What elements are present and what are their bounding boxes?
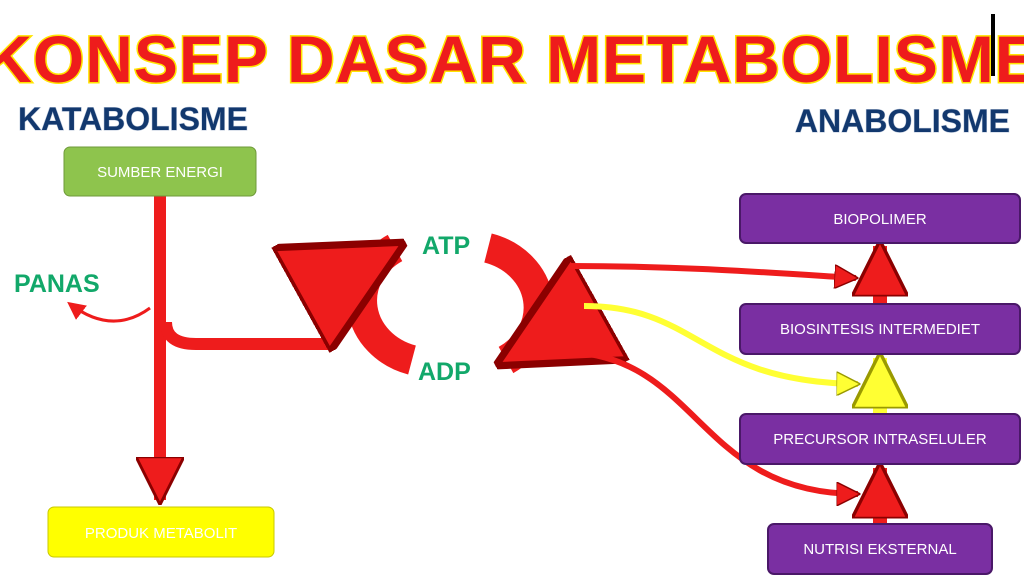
- page-title: KONSEP DASAR METABOLISME: [0, 22, 1024, 96]
- intermediate-biosynthesis-label: BIOSINTESIS INTERMEDIET: [780, 321, 980, 338]
- heat-label: PANAS: [14, 270, 100, 298]
- text-cursor: [991, 14, 995, 76]
- intermediate-biosynthesis-box: BIOSINTESIS INTERMEDIET: [739, 303, 1021, 355]
- adp-to-atp-cycle-arrow: [362, 234, 417, 375]
- energy-source-box: SUMBER ENERGI: [63, 146, 257, 197]
- anabolism-heading: ANABOLISME: [795, 103, 1010, 139]
- energy-source-label: SUMBER ENERGI: [97, 164, 223, 181]
- atp-to-biopolymer-arrow: [569, 263, 856, 278]
- external-nutrition-label: NUTRISI EKSTERNAL: [803, 541, 956, 558]
- atp-to-adp-cycle-arrow: [483, 233, 539, 374]
- external-nutrition-box: NUTRISI EKSTERNAL: [767, 523, 993, 575]
- energy-to-intermediate-arrow: [583, 303, 858, 384]
- adp-label: ADP: [418, 358, 471, 386]
- energy-to-atp-connector: [160, 321, 335, 350]
- metabolite-product-label: PRODUK METABOLIT: [85, 525, 237, 542]
- heat-release-arrow: [67, 301, 151, 323]
- intracellular-precursor-box: PRECURSOR INTRASELULER: [739, 413, 1021, 465]
- atp-label: ATP: [422, 232, 470, 260]
- intracellular-precursor-label: PRECURSOR INTRASELULER: [773, 431, 987, 448]
- adp-to-precursor-arrow: [571, 349, 858, 494]
- metabolite-product-box: PRODUK METABOLIT: [47, 506, 275, 558]
- biopolymer-label: BIOPOLIMER: [833, 211, 927, 228]
- catabolism-heading: KATABOLISME: [18, 101, 248, 137]
- biopolymer-box: BIOPOLIMER: [739, 193, 1021, 244]
